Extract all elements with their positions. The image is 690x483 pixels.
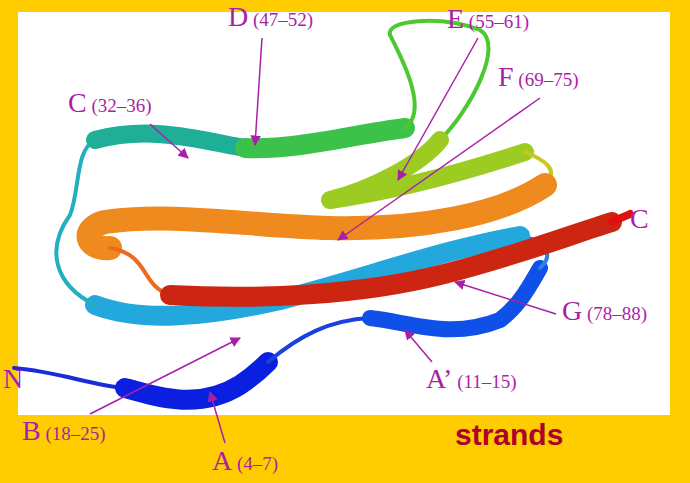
strand-label: C (32–36) — [68, 88, 152, 119]
strand-label: N — [3, 364, 23, 395]
strand-label: A’ (11–15) — [426, 364, 517, 395]
strand-label: E (55–61) — [447, 4, 529, 35]
strand-label: F (69–75) — [498, 62, 578, 93]
white-panel — [18, 12, 670, 415]
leader-lines — [90, 38, 556, 443]
strand-label: G (78–88) — [562, 296, 647, 327]
strand-label: C — [630, 204, 649, 235]
slide-title: strands — [455, 418, 563, 451]
strand-label: A (4–7) — [212, 446, 278, 477]
strand-label: B (18–25) — [22, 416, 106, 447]
strand-label: D (47–52) — [228, 2, 313, 33]
ribbon — [14, 21, 630, 400]
